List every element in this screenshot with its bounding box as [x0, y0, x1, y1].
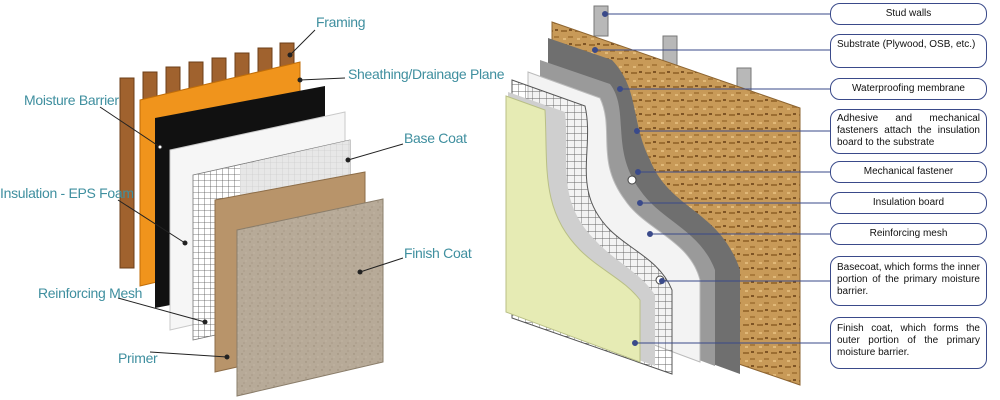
- label-base-coat: Base Coat: [404, 130, 467, 146]
- callout-stud-walls: Stud walls: [830, 3, 987, 25]
- exploded-eifs-diagram: [99, 29, 404, 397]
- label-primer: Primer: [118, 350, 158, 366]
- callout-substrate: Substrate (Plywood, OSB, etc.): [830, 34, 987, 68]
- callout-insulation-board: Insulation board: [830, 192, 987, 214]
- callout-adhesive: Adhesive and mechanical fasteners attach…: [830, 109, 987, 154]
- callout-reinforcing-mesh: Reinforcing mesh: [830, 223, 987, 245]
- label-moisture-barrier: Moisture Barrier: [24, 92, 119, 108]
- callout-basecoat: Basecoat, which forms the inner portion …: [830, 256, 987, 306]
- callout-mechanical-fastener: Mechanical fastener: [830, 161, 987, 183]
- label-framing: Framing: [316, 14, 366, 30]
- callout-finish-coat: Finish coat, which forms the outer porti…: [830, 317, 987, 369]
- label-insulation: Insulation - EPS Foam: [0, 185, 134, 201]
- finish-coat-layer: [236, 198, 384, 397]
- label-finish-coat: Finish Coat: [404, 245, 472, 261]
- label-sheathing: Sheathing/Drainage Plane: [348, 66, 505, 82]
- cutaway-wall-diagram: [505, 5, 830, 386]
- label-reinforcing-mesh: Reinforcing Mesh: [38, 285, 143, 301]
- finish-coat-green: [505, 95, 641, 363]
- callout-waterproofing: Waterproofing membrane: [830, 78, 987, 100]
